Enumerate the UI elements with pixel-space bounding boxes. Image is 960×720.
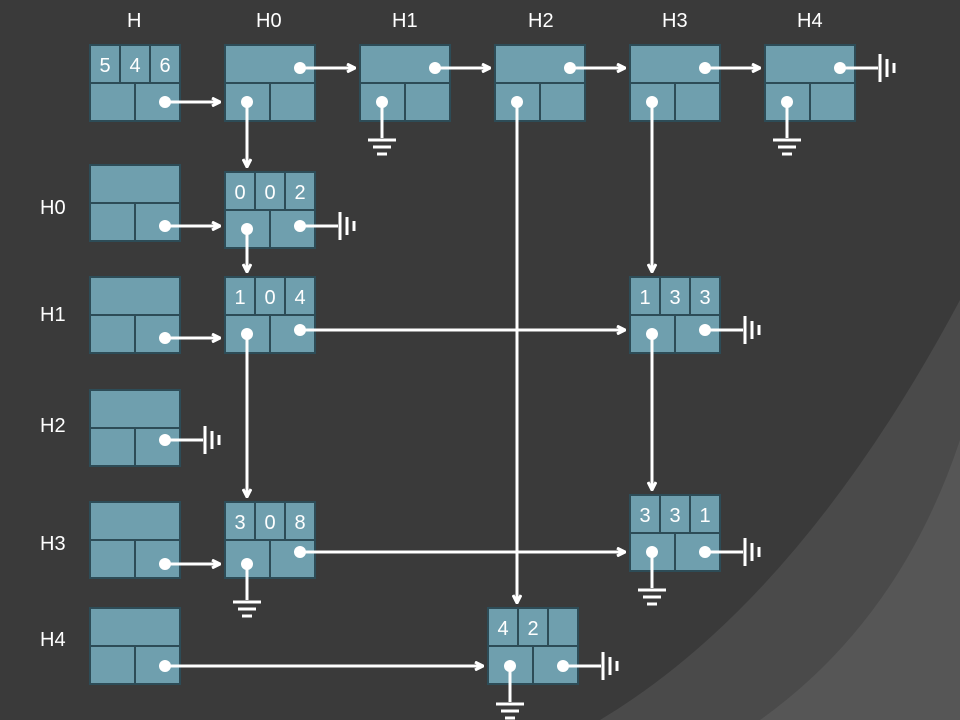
link-h1-to-h2-dot — [429, 62, 441, 74]
link-node-002-down — [241, 223, 253, 272]
link-node-104-right — [294, 324, 625, 336]
column-head-node-h2 — [494, 44, 586, 122]
link-col-h3-down — [646, 96, 658, 272]
link-h2-to-h3-dot — [564, 62, 576, 74]
link-col-h0-down — [241, 96, 253, 167]
column-head-node-h0 — [224, 44, 316, 122]
null-node-331-down — [638, 546, 666, 606]
link-col-h2-down — [511, 96, 523, 603]
link-node-104-down — [241, 328, 253, 497]
link-row-h1-right — [159, 332, 220, 344]
link-head-to-h0-dot — [159, 96, 171, 108]
node-0-0-2-value-0: 0 — [234, 182, 245, 204]
link-node-133-down — [646, 328, 658, 490]
node-1-0-4-value-1: 0 — [264, 287, 275, 309]
column-header-h2: H2 — [528, 10, 554, 32]
link-h3-to-h4 — [699, 62, 760, 74]
null-node-133-right — [699, 316, 761, 344]
link-h0-to-h1 — [294, 62, 355, 74]
column-header-h: H — [127, 10, 141, 32]
head-node-value-2: 6 — [159, 55, 170, 77]
link-row-h4-right — [159, 660, 483, 672]
column-head-node-h1 — [359, 44, 451, 122]
node-1-0-4-value-2: 4 — [294, 287, 305, 309]
node-1-3-3-value-1: 3 — [669, 287, 680, 309]
row-head-node-h0 — [89, 164, 181, 242]
null-node-002-right — [294, 212, 356, 240]
link-node-104-down-dot — [241, 328, 253, 340]
link-row-h4-right-dot — [159, 660, 171, 672]
node-1-0-4-value-0: 1 — [234, 287, 245, 309]
link-node-133-down-dot — [646, 328, 658, 340]
head-node-value-1: 4 — [129, 55, 140, 77]
node-3-0-8-value-2: 8 — [294, 512, 305, 534]
link-node-308-right — [294, 546, 625, 558]
link-h0-to-h1-dot — [294, 62, 306, 74]
link-node-002-down-dot — [241, 223, 253, 235]
node-3-0-8-value-1: 0 — [264, 512, 275, 534]
null-node-42-right — [557, 652, 619, 680]
link-row-h1-right-dot — [159, 332, 171, 344]
link-col-h0-down-dot — [241, 96, 253, 108]
row-head-node-h2 — [89, 389, 181, 467]
node-3-3-1-value-1: 3 — [669, 505, 680, 527]
background-swoosh-lighter — [760, 440, 960, 720]
column-header-h4: H4 — [797, 10, 823, 32]
node-4-2-value-1: 2 — [527, 618, 538, 640]
links-layer — [159, 62, 760, 672]
link-h2-to-h3 — [564, 62, 625, 74]
row-head-node-h4 — [89, 607, 181, 685]
node-4-2-value-0: 4 — [497, 618, 508, 640]
link-row-h0-right — [159, 220, 220, 232]
column-head-node-h4 — [764, 44, 856, 122]
row-header-h3: H3 — [40, 533, 66, 555]
node-3-0-8-value-0: 3 — [234, 512, 245, 534]
link-h3-to-h4-dot — [699, 62, 711, 74]
link-row-h3-right-dot — [159, 558, 171, 570]
node-3-3-1-value-2: 1 — [699, 505, 710, 527]
link-row-h0-right-dot — [159, 220, 171, 232]
link-node-104-right-dot — [294, 324, 306, 336]
head-node-value-0: 5 — [99, 55, 110, 77]
null-col-h4 — [773, 96, 801, 156]
row-header-h2: H2 — [40, 415, 66, 437]
link-head-to-h0 — [159, 96, 220, 108]
column-header-h0: H0 — [256, 10, 282, 32]
link-h1-to-h2 — [429, 62, 490, 74]
null-row-h2-right — [159, 426, 221, 454]
link-node-308-right-dot — [294, 546, 306, 558]
null-col-h1 — [368, 96, 396, 156]
row-head-node-h1 — [89, 276, 181, 354]
node-1-3-3-value-2: 3 — [699, 287, 710, 309]
node-0-0-2-value-1: 0 — [264, 182, 275, 204]
link-col-h3-down-dot — [646, 96, 658, 108]
node-1-3-3-value-0: 1 — [639, 287, 650, 309]
row-header-h0: H0 — [40, 197, 66, 219]
null-h4-right — [834, 54, 896, 82]
column-header-h3: H3 — [662, 10, 688, 32]
column-header-h1: H1 — [392, 10, 418, 32]
column-head-node-h3 — [629, 44, 721, 122]
row-header-h1: H1 — [40, 304, 66, 326]
null-terminators-layer — [159, 54, 896, 720]
link-row-h3-right — [159, 558, 220, 570]
null-node-308-down — [233, 558, 261, 618]
null-node-42-down — [496, 660, 524, 720]
link-col-h2-down-dot — [511, 96, 523, 108]
row-header-h4: H4 — [40, 629, 66, 651]
node-3-3-1-value-0: 3 — [639, 505, 650, 527]
node-0-0-2-value-2: 2 — [294, 182, 305, 204]
null-node-331-right — [699, 538, 761, 566]
